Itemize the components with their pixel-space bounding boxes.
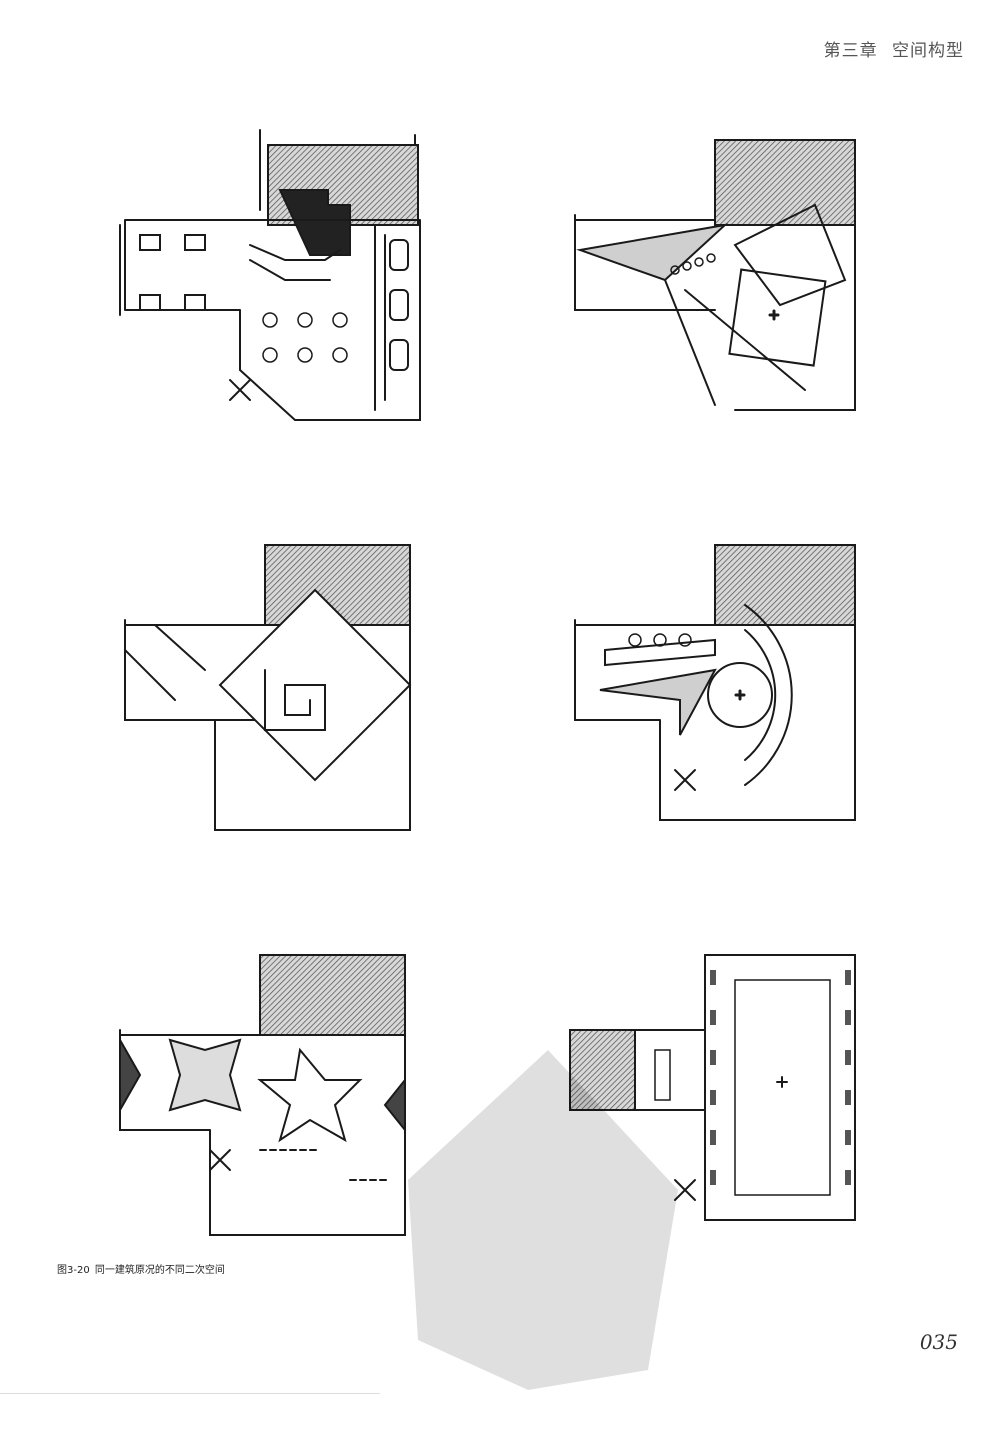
page-header: 第三章 空间构型 [824, 36, 964, 61]
floor-plan-bottom-right [565, 950, 885, 1230]
section-title: 空间构型 [892, 41, 964, 61]
watermark-text: PDG [546, 1325, 602, 1380]
floor-plan-middle-right [565, 540, 885, 840]
chapter-label: 第三章 [823, 41, 878, 61]
floor-plan-top-right [565, 130, 895, 420]
floor-plan-top-left [110, 129, 430, 430]
floor-plan-middle-left [115, 540, 435, 840]
page-number: 035 [919, 1330, 958, 1354]
floor-plan-bottom-left [110, 950, 430, 1240]
figure-number: 图3-20 [57, 1265, 90, 1276]
figure-caption: 图3-20 同一建筑原况的不同二次空间 [57, 1261, 225, 1276]
footer-rule [0, 1393, 380, 1394]
figure-caption-text: 同一建筑原况的不同二次空间 [94, 1265, 225, 1276]
